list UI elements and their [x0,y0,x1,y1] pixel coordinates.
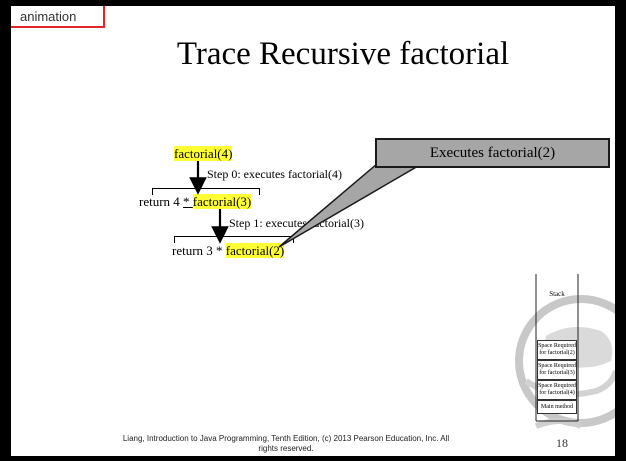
step-0-label: Step 0: executes factorial(4) [207,167,342,181]
frame-bracket-2 [174,236,294,243]
stack-cell-factorial4: Space Required for factorial(4) [537,380,577,400]
footer-copyright: Liang, Introduction to Java Programming,… [122,434,450,453]
call-factorial-4: factorial(4) [174,146,233,161]
callout-executes-factorial2: Executes factorial(2) [375,138,610,168]
animation-tag: animation [11,6,105,28]
return-line-2: return 3 * factorial(2) [172,243,285,258]
stack-label: Stack [549,290,565,298]
step-1-label: Step 1: executes factorial(3) [229,216,364,230]
trace-arrows [189,157,421,248]
slide: animation Trace Recursive factorial Stac… [11,6,615,456]
page-number: 18 [556,436,568,450]
return-line-1: return 4 * factorial(3) [139,194,252,209]
stack-cell-factorial2: Space Required for factorial(2) [537,340,577,360]
stack-cell-factorial3: Space Required for factorial(3) [537,360,577,380]
stack-frame [535,274,579,429]
stack-cell-main: Main method [537,400,577,414]
slide-title: Trace Recursive factorial [176,36,510,72]
